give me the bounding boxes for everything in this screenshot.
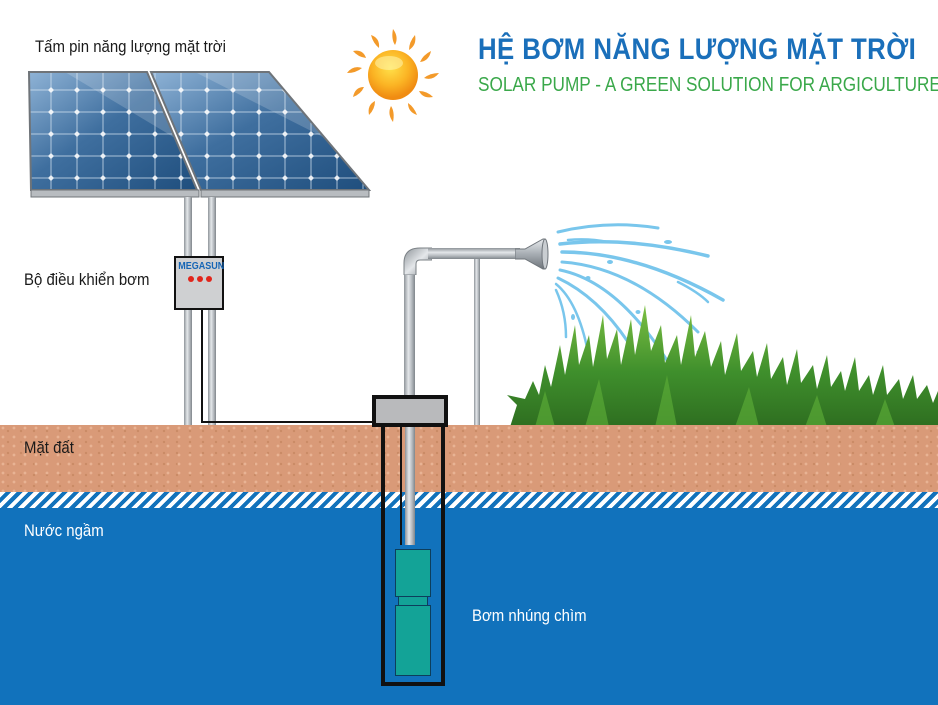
led-indicator [197,276,203,282]
pump-cable [400,425,402,545]
well-casing [381,425,445,686]
sprinkler-nozzle-icon [515,238,549,270]
discharge-pipe [404,268,415,396]
solar-panel-icon [27,71,372,198]
horizontal-pipe [428,248,520,259]
controller-brand: MEGASUN [178,261,225,272]
riser-pipe [405,423,415,545]
led-indicator [188,276,194,282]
power-cable [201,308,203,423]
led-indicator [206,276,212,282]
submersible-pump-lower [395,605,431,676]
submersible-pump-upper [395,549,431,597]
pipe-elbow [403,247,432,275]
ground-layer [0,425,938,492]
pump-controller: MEGASUN [174,256,224,310]
groundwater-layer [0,508,938,705]
panel-post-right [208,197,216,425]
sun-icon [347,29,439,122]
submersible-pump-label: Bơm nhúng chìm [472,606,587,625]
ground-label: Mặt đất [24,438,74,457]
groundwater-label: Nước ngầm [24,521,104,540]
pipe-support [474,259,480,425]
wellhead-box [372,395,448,427]
solar-panel-label: Tấm pin năng lượng mặt trời [35,37,226,56]
diagram-subtitle: SOLAR PUMP - A GREEN SOLUTION FOR ARGICU… [478,74,938,96]
panel-post-left [184,197,192,425]
grass-icon [507,305,938,427]
water-spray [554,223,725,389]
controller-label: Bộ điều khiển bơm [24,270,150,289]
diagram-title: HỆ BƠM NĂNG LƯỢNG MẶT TRỜI [478,33,917,66]
power-cable [201,421,373,423]
water-table-boundary [0,492,938,508]
